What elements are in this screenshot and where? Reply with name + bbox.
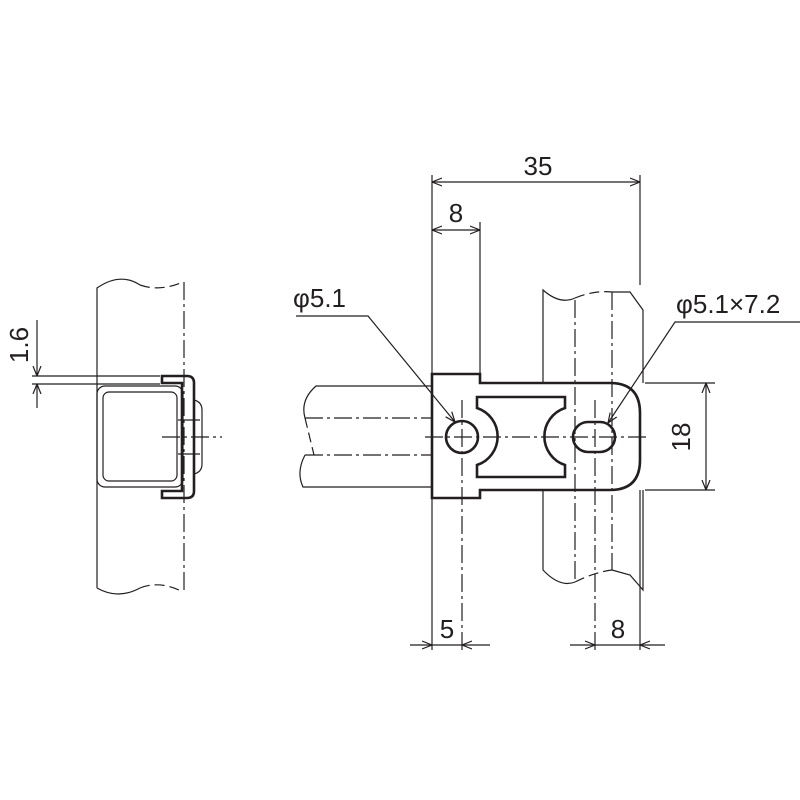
dim-hole-offset: 5 (410, 614, 490, 645)
dim-overall-length-label: 35 (524, 151, 553, 181)
dim-plate-height: 18 (666, 383, 706, 490)
dim-hole-offset-label: 5 (440, 614, 454, 644)
dim-tab-width: 8 (432, 198, 480, 230)
dim-slot-offset-label: 8 (611, 614, 625, 644)
bracket-plate (430, 372, 642, 500)
callout-round-hole: φ5.1 (293, 283, 455, 422)
dim-thickness: 1.6 (4, 320, 160, 408)
callout-slot-hole: φ5.1×7.2 (608, 289, 800, 423)
dim-slot-offset: 8 (570, 614, 665, 645)
callout-round-hole-label: φ5.1 (293, 283, 346, 313)
dim-thickness-label: 1.6 (4, 327, 34, 363)
bracket-profile (160, 374, 196, 500)
dim-overall-length: 35 (432, 151, 640, 182)
horizontal-pipe (299, 385, 432, 488)
plate-window (475, 395, 567, 479)
vertical-pipe (542, 288, 644, 592)
dim-plate-height-label: 18 (666, 423, 696, 452)
dim-tab-width-label: 8 (449, 198, 463, 228)
callout-slot-hole-label: φ5.1×7.2 (676, 289, 780, 319)
side-view: 1.6 (4, 278, 222, 595)
front-view: 35 8 5 8 18 φ5.1 (293, 151, 800, 650)
